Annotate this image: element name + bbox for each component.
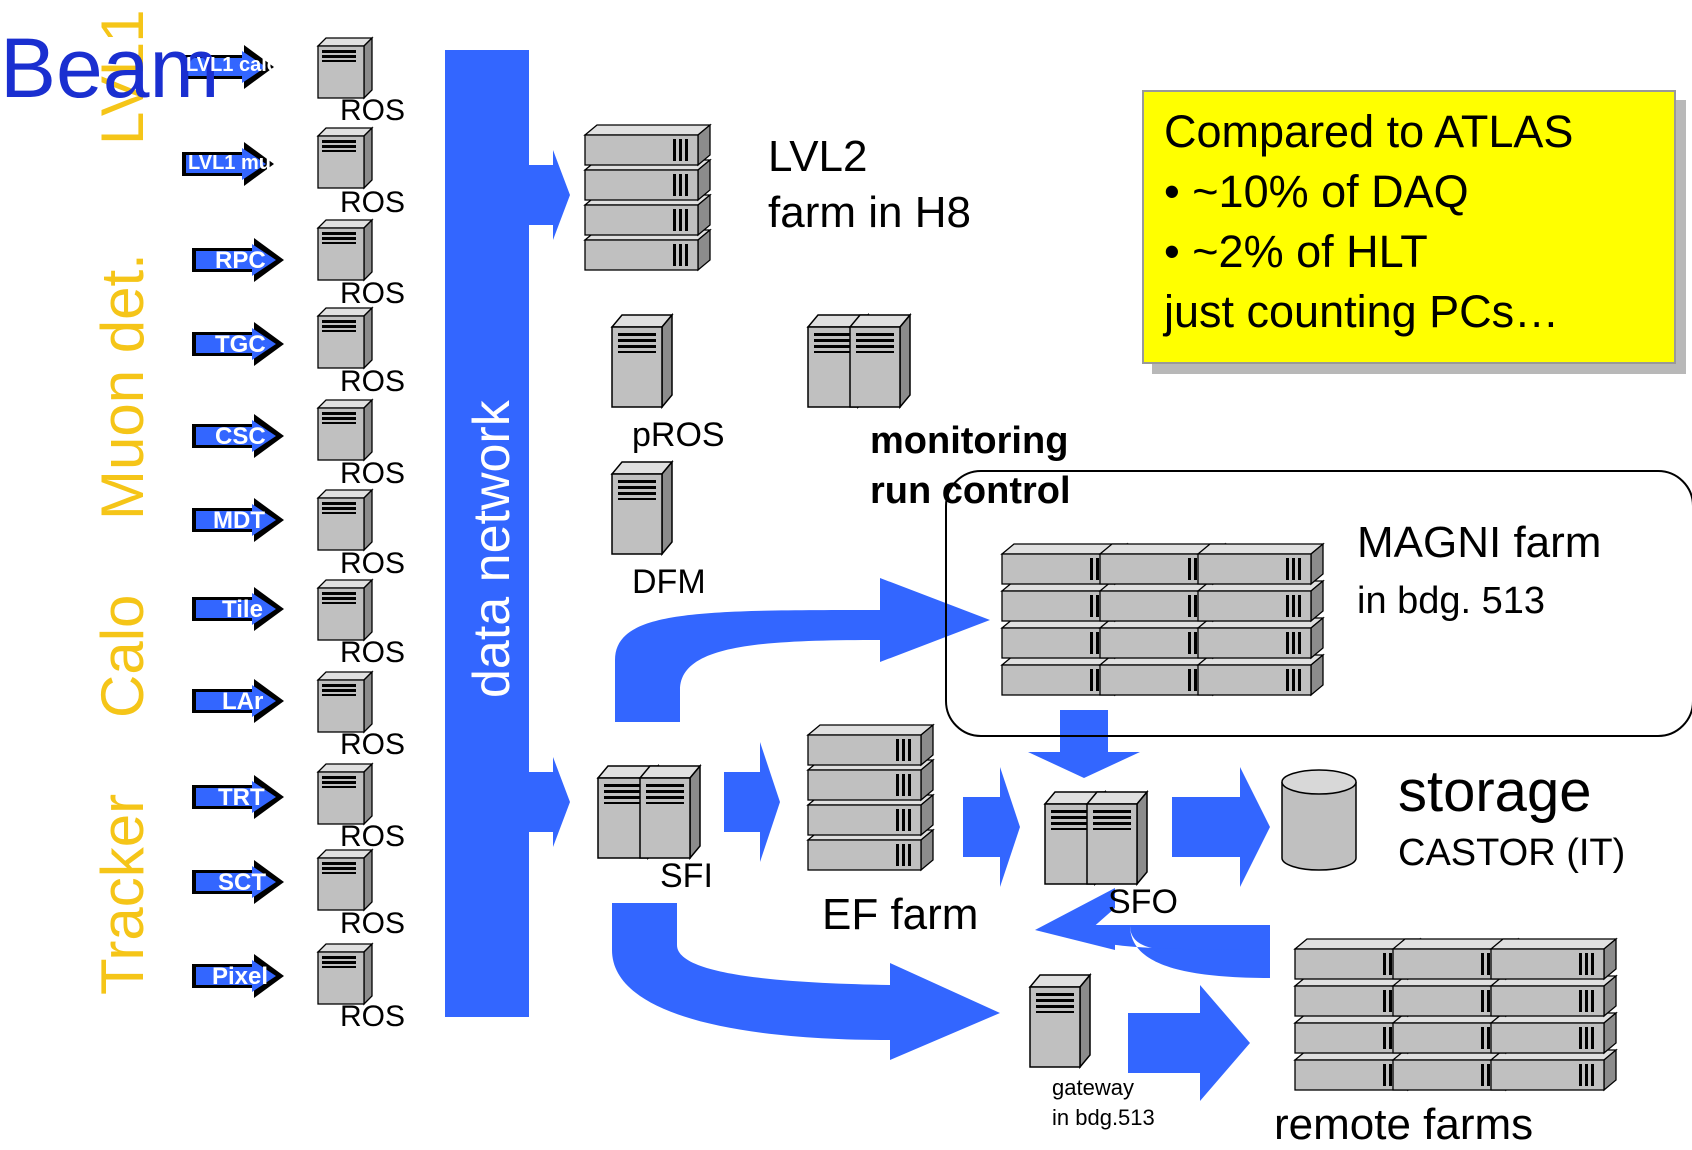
gateway-location-label: in bdg.513 [1052,1105,1155,1130]
remote-return-arrow-body [1130,925,1270,950]
ros-label: ROS [340,365,406,398]
detector-label-lar: LAr [222,688,264,715]
detector-label-mdt: MDT [213,507,265,534]
magni-farm-label: MAGNI farm [1357,518,1602,567]
ros-label: ROS [340,1000,406,1033]
sfi-to-magni-arrow [615,578,990,722]
remote-return-arrow-curve [1075,925,1270,978]
tracker-group-label: Tracker [89,793,156,995]
ef-farm-label: EF farm [822,890,979,939]
magni-location-label: in bdg. 513 [1357,580,1546,622]
remote-return-arrow-head [1035,888,1115,950]
callout-daq-line: • ~10% of DAQ [1164,166,1469,217]
pros-label: pROS [632,416,725,454]
network-to-lvl2-arrow [529,150,570,240]
magni-to-sfo-arrow [1028,710,1140,778]
detector-label-tgc: TGC [215,331,266,358]
ros-label: ROS [340,636,406,669]
muon-group-label: Muon det. [89,253,156,520]
detector-label-lvl1-calo: LVL1 calo [186,54,279,76]
monitoring-servers [807,314,911,408]
sfi-servers [597,765,701,859]
dfm-server [611,461,673,555]
ros-label: ROS [340,186,406,219]
sfo-label: SFO [1108,883,1178,921]
ros-label: ROS [340,728,406,761]
detector-label-rpc: RPC [215,247,266,274]
data-network-label: data network [463,400,521,698]
ros-label: ROS [340,277,406,310]
ros-label: ROS [340,820,406,853]
ef-farm-servers [807,724,934,871]
sfi-to-ef-arrow [724,742,780,862]
pros-server [611,314,673,408]
comparison-callout: Compared to ATLAS • ~10% of DAQ • ~2% of… [1142,90,1676,364]
sfi-to-gateway-arrow [612,903,1000,1060]
data-network-bar [445,50,529,1017]
storage-cylinder-icon [1281,769,1357,871]
detector-label-trt: TRT [218,784,265,811]
storage-label: storage [1398,759,1592,824]
sfo-to-storage-arrow [1172,767,1270,887]
ros-label: ROS [340,907,406,940]
callout-title: Compared to ATLAS [1164,106,1574,157]
ros-label: ROS [340,457,406,490]
gateway-label: gateway [1052,1075,1134,1100]
callout-hlt-line: • ~2% of HLT [1164,226,1428,277]
remote-farm-servers [1294,938,1617,1091]
detector-label-pixel: Pixel [212,963,269,990]
lvl2-label: LVL2 [768,132,868,181]
gateway-to-remote-arrow [1128,985,1250,1101]
castor-label: CASTOR (IT) [1398,832,1626,874]
network-to-sfi-arrow [529,757,570,847]
magni-enclosure [945,470,1692,737]
lvl2-farm-label: farm in H8 [768,188,971,237]
detector-label-lvl1-mu: LVL1 mu [188,152,271,174]
callout-note-line: just counting PCs… [1164,286,1560,337]
calo-group-label: Calo [89,594,156,718]
ros-label: ROS [340,547,406,580]
remote-farms-label: remote farms [1274,1100,1534,1149]
ros-label: ROS [340,94,406,127]
sfo-servers [1044,791,1148,885]
ef-to-sfo-arrow [963,767,1020,887]
detector-label-sct: SCT [218,869,266,896]
ros-servers [317,37,373,1005]
sfi-label: SFI [660,857,713,895]
beam-label: Beam [0,21,220,115]
gateway-server [1029,974,1091,1068]
dfm-label: DFM [632,563,706,601]
detector-label-tile: Tile [222,596,263,623]
monitoring-label: monitoring [870,420,1069,462]
detector-label-csc: CSC [215,423,266,450]
run-control-label: run control [870,470,1071,512]
lvl2-farm-servers [584,124,711,271]
